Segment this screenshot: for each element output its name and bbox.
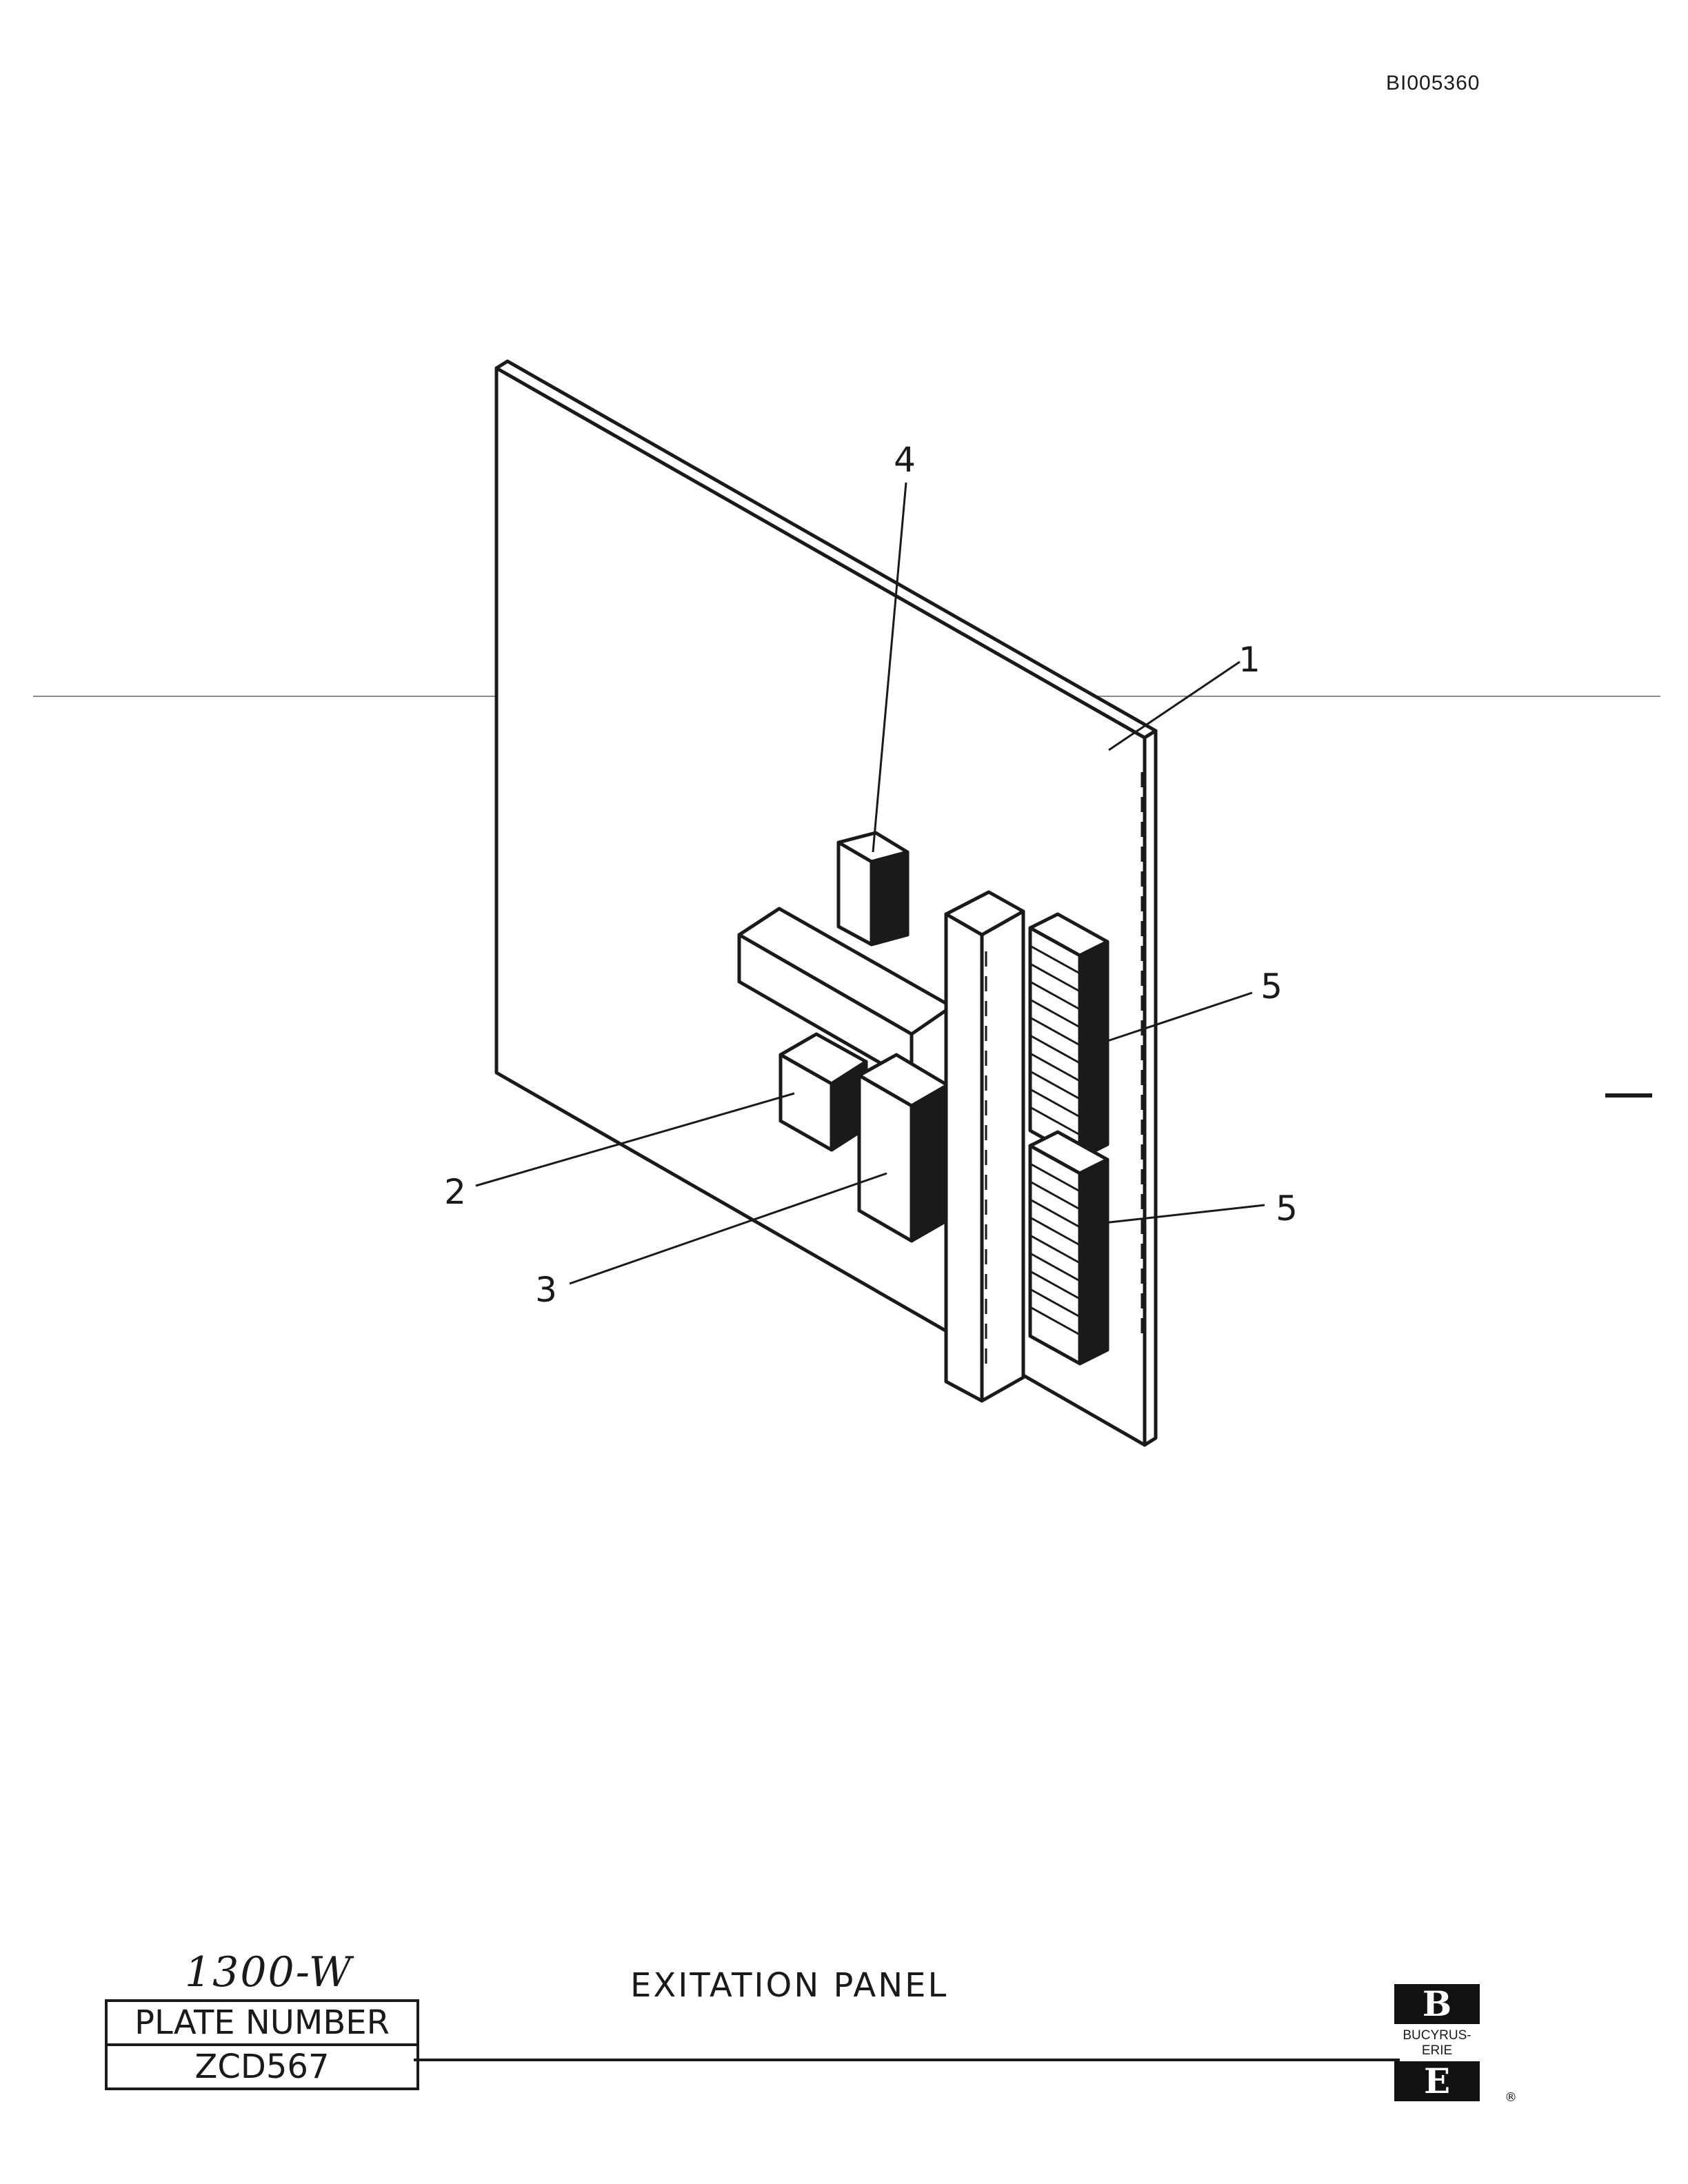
callout-5-upper: 5 xyxy=(1260,967,1283,1007)
leader-line-2 xyxy=(475,1092,795,1187)
callout-4: 4 xyxy=(894,440,916,480)
drawing-title: EXITATION PANEL xyxy=(630,1966,949,2005)
leader-line-5-upper xyxy=(1103,991,1253,1044)
terminal-strip-upper xyxy=(1028,912,1109,1160)
leader-line-1 xyxy=(1108,660,1240,751)
document-id: BI005360 xyxy=(1386,72,1480,94)
logo-top-block: B xyxy=(1394,1984,1480,2024)
block-item3 xyxy=(857,1053,950,1243)
callout-5-lower: 5 xyxy=(1276,1189,1298,1228)
edge-tick-mark xyxy=(1605,1093,1652,1098)
callout-1: 1 xyxy=(1238,640,1260,680)
leader-line-4 xyxy=(872,482,907,853)
plate-number-value: ZCD567 xyxy=(194,2048,330,2086)
small-block-item4 xyxy=(836,831,910,947)
callout-2: 2 xyxy=(444,1172,466,1212)
terminal-strip-lower xyxy=(1028,1130,1109,1366)
registered-mark: ® xyxy=(1505,2090,1517,2105)
handwritten-model-note: 1300-W xyxy=(185,1948,353,1996)
logo-bottom-block: E xyxy=(1394,2061,1480,2101)
leader-line-5-lower xyxy=(1103,1204,1265,1224)
bucyrus-erie-logo: B BUCYRUS-ERIE E xyxy=(1394,1984,1484,2101)
callout-3: 3 xyxy=(535,1270,557,1310)
leader-line-3 xyxy=(569,1172,887,1285)
title-block-rule xyxy=(414,2059,1400,2061)
plate-number-box: PLATE NUMBER ZCD567 xyxy=(105,1999,419,2090)
plate-number-label: PLATE NUMBER xyxy=(108,2002,416,2046)
vertical-post xyxy=(944,890,1025,1403)
logo-company-name: BUCYRUS-ERIE xyxy=(1403,2028,1471,2058)
